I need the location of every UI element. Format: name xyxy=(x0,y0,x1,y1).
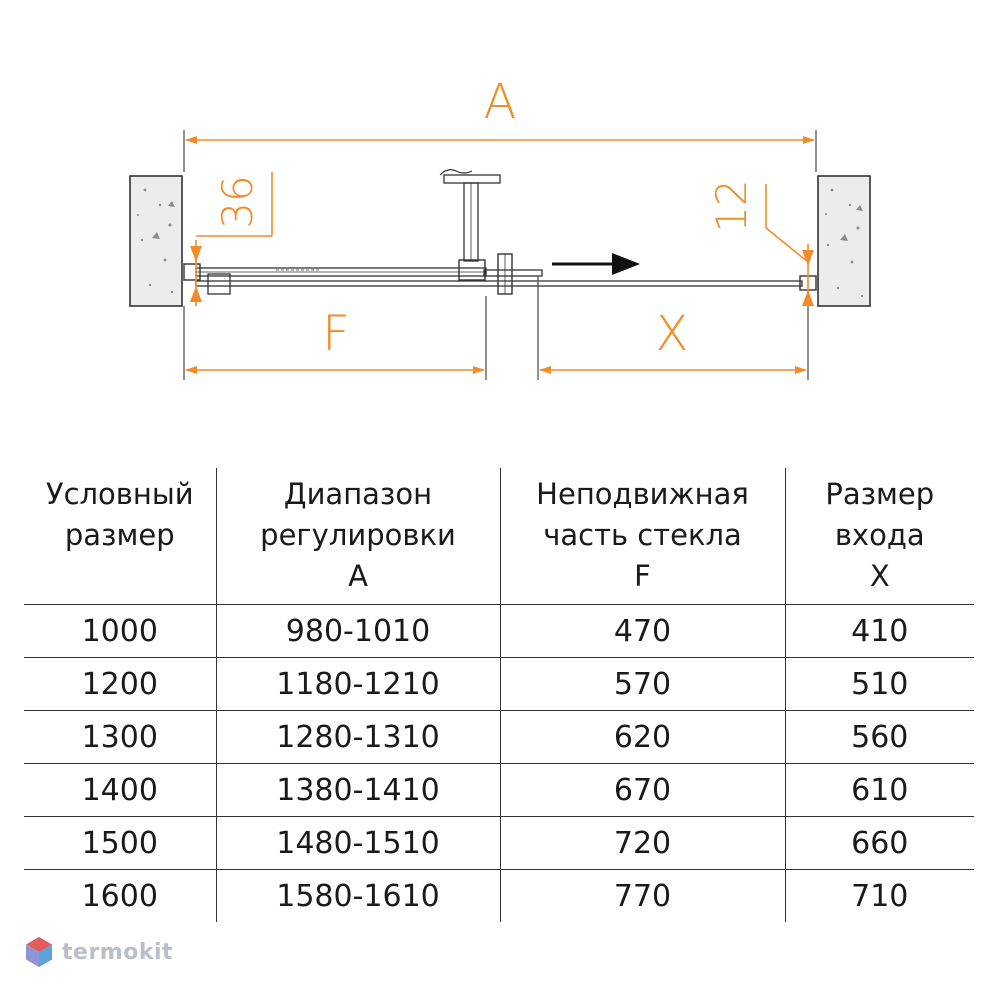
cell-fixed: 470 xyxy=(499,604,785,658)
table-row: 1400 1380-1410 670 610 xyxy=(24,763,974,817)
termokit-logo-icon xyxy=(26,937,52,967)
header-nominal-size: Условный размер xyxy=(24,468,216,605)
gap-right-label: 12 xyxy=(707,179,756,232)
cell-nominal: 1000 xyxy=(24,604,216,658)
cell-entry: 660 xyxy=(784,816,974,870)
cell-fixed: 720 xyxy=(499,816,785,870)
right-wall xyxy=(817,175,871,307)
dimension-a-label: A xyxy=(484,74,517,130)
cell-nominal: 1400 xyxy=(24,763,216,817)
table-row: 1500 1480-1510 720 660 xyxy=(24,816,974,870)
dimension-x-label: X xyxy=(656,306,689,362)
cell-range: 1480-1510 xyxy=(215,816,500,870)
table-row: 1200 1180-1210 570 510 xyxy=(24,657,974,711)
header-adjustment-range: Диапазон регулировки A xyxy=(215,468,500,605)
cell-fixed: 770 xyxy=(499,869,785,922)
brand-watermark: termokit xyxy=(24,935,173,969)
cell-entry: 510 xyxy=(784,657,974,711)
table-row: 1000 980-1010 470 410 xyxy=(24,604,974,658)
gap-left-dimension: 36 xyxy=(190,172,273,306)
cell-nominal: 1300 xyxy=(24,710,216,764)
header-entry-size: Размер входа X xyxy=(784,468,974,605)
cell-range: 1280-1310 xyxy=(215,710,500,764)
shower-door-plan-diagram: A F X 36 12 xyxy=(129,74,871,380)
table-row: 1300 1280-1310 620 560 xyxy=(24,710,974,764)
cell-entry: 560 xyxy=(784,710,974,764)
size-specification-table: Условный размер Диапазон регулировки A Н… xyxy=(24,468,974,922)
header-fixed-glass: Неподвижная часть стекла F xyxy=(499,468,785,605)
slide-direction-arrow xyxy=(552,253,640,275)
dimension-f: F xyxy=(183,296,487,380)
cell-nominal: 1600 xyxy=(81,878,158,914)
left-wall xyxy=(129,175,183,307)
brand-name: termokit xyxy=(62,939,174,965)
cell-nominal: 1200 xyxy=(24,657,216,711)
cell-entry: 610 xyxy=(784,763,974,817)
door-assembly xyxy=(183,169,817,295)
cell-fixed: 570 xyxy=(499,657,785,711)
cell-nominal: 1500 xyxy=(24,816,216,870)
dimension-a: A xyxy=(183,74,817,172)
cell-range: 1380-1410 xyxy=(215,763,500,817)
gap-left-label: 36 xyxy=(213,175,262,228)
cell-entry: 710 xyxy=(784,869,974,922)
cell-range: 980-1010 xyxy=(215,604,500,658)
cell-range: 1180-1210 xyxy=(215,657,500,711)
dimension-x: X xyxy=(537,276,809,380)
cell-fixed: 620 xyxy=(499,710,785,764)
gap-right-dimension: 12 xyxy=(707,179,814,306)
table-header-row: Условный размер Диапазон регулировки A Н… xyxy=(24,468,974,605)
dimension-f-label: F xyxy=(322,306,350,362)
table-row: 1600 1580-1610 770 710 xyxy=(24,869,974,922)
cell-fixed: 670 xyxy=(499,763,785,817)
cell-entry: 410 xyxy=(784,604,974,658)
cell-range: 1580-1610 xyxy=(215,869,500,922)
